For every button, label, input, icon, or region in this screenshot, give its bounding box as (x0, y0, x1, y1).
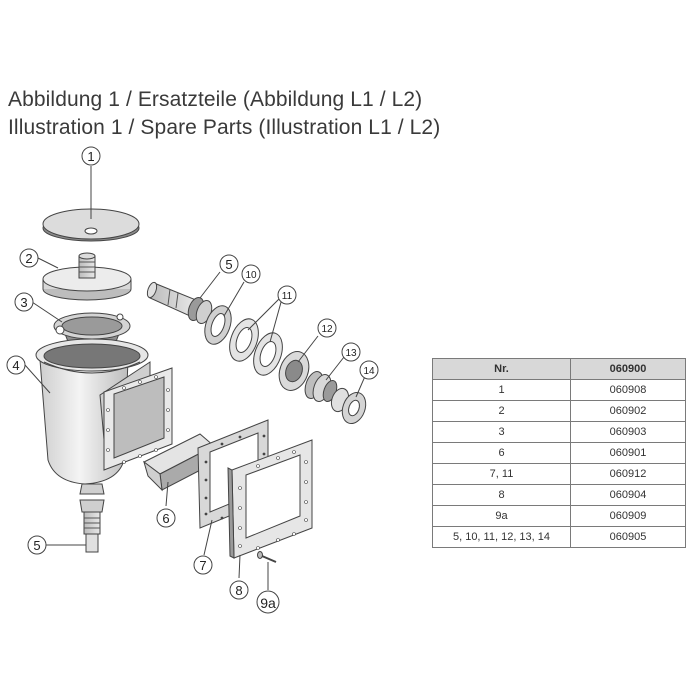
callout-5-top: 5 (219, 254, 239, 274)
cell-part-number: 6 (432, 442, 571, 464)
callout-label-5-bottom: 5 (33, 538, 40, 553)
callout-label-14: 14 (363, 366, 375, 377)
callout-1: 1 (81, 146, 101, 166)
cell-part-number: 7, 11 (432, 463, 571, 485)
callout-label-13: 13 (345, 348, 357, 359)
callout-label-7: 7 (199, 558, 206, 573)
cell-part-number: 1 (432, 379, 571, 401)
callouts: 1 2 3 4 5 10 11 12 13 14 6 7 8 5 9a (6, 146, 379, 614)
part-skimmer-body (35, 338, 173, 495)
part-lid (42, 208, 140, 242)
cell-article-number: 060901 (570, 442, 686, 464)
callout-label-3: 3 (20, 295, 27, 310)
callout-13: 13 (341, 342, 361, 362)
part-adjustment-collar (42, 252, 132, 301)
callout-14: 14 (359, 360, 379, 380)
cell-article-number: 060909 (570, 505, 686, 527)
table-row: 6 060901 (432, 442, 686, 464)
column-header-nr: Nr. (432, 358, 571, 380)
cell-article-number: 060903 (570, 421, 686, 443)
callout-10: 10 (241, 264, 261, 284)
callout-7: 7 (193, 555, 213, 575)
cell-article-number: 060902 (570, 400, 686, 422)
callout-label-11: 11 (282, 291, 293, 302)
title-german: Abbildung 1 / Ersatzteile (Abbildung L1 … (8, 88, 423, 111)
callout-label-10: 10 (245, 270, 257, 281)
part-flange-ring (278, 351, 310, 391)
part-faceplate (227, 439, 313, 559)
callout-4: 4 (6, 355, 26, 375)
callout-label-8: 8 (235, 583, 242, 598)
callout-8: 8 (229, 580, 249, 600)
cell-part-number: 9a (432, 505, 571, 527)
table-row: 3 060903 (432, 421, 686, 443)
cell-part-number: 8 (432, 484, 571, 506)
spare-parts-table: Nr. 060900 1 060908 2 060902 3 060903 6 … (432, 358, 686, 548)
title-english: Illustration 1 / Spare Parts (Illustrati… (8, 116, 441, 139)
table-row: 2 060902 (432, 400, 686, 422)
callout-label-2: 2 (25, 251, 32, 266)
callout-5-bottom: 5 (27, 535, 47, 555)
table-row: 1 060908 (432, 379, 686, 401)
callout-2: 2 (19, 248, 39, 268)
cell-part-number: 2 (432, 400, 571, 422)
cell-part-number: 5, 10, 11, 12, 13, 14 (432, 526, 571, 548)
callout-9a: 9a (256, 590, 280, 614)
column-header-article: 060900 (570, 358, 686, 380)
part-end-nut (330, 387, 367, 424)
cell-article-number: 060908 (570, 379, 686, 401)
callout-label-6: 6 (162, 511, 169, 526)
callout-label-9a: 9a (260, 595, 276, 611)
callout-6: 6 (156, 508, 176, 528)
callout-label-1: 1 (87, 149, 94, 164)
callout-label-4: 4 (12, 358, 19, 373)
part-fitting-bottom (79, 499, 105, 553)
part-gaskets (229, 318, 283, 376)
table-row: 7, 11 060912 (432, 463, 686, 485)
callout-11: 11 (277, 285, 297, 305)
cell-article-number: 060904 (570, 484, 686, 506)
part-hose-nozzle-top (146, 281, 213, 325)
callout-label-5-top: 5 (225, 257, 232, 272)
table-header-row: Nr. 060900 (432, 358, 686, 380)
table-row: 9a 060909 (432, 505, 686, 527)
table-row: 5, 10, 11, 12, 13, 14 060905 (432, 526, 686, 548)
leader-lines (24, 166, 367, 590)
callout-3: 3 (14, 292, 34, 312)
callout-12: 12 (317, 318, 337, 338)
table-row: 8 060904 (432, 484, 686, 506)
cell-article-number: 060905 (570, 526, 686, 548)
cell-part-number: 3 (432, 421, 571, 443)
part-screw (257, 551, 277, 563)
callout-label-12: 12 (321, 324, 333, 335)
cell-article-number: 060912 (570, 463, 686, 485)
